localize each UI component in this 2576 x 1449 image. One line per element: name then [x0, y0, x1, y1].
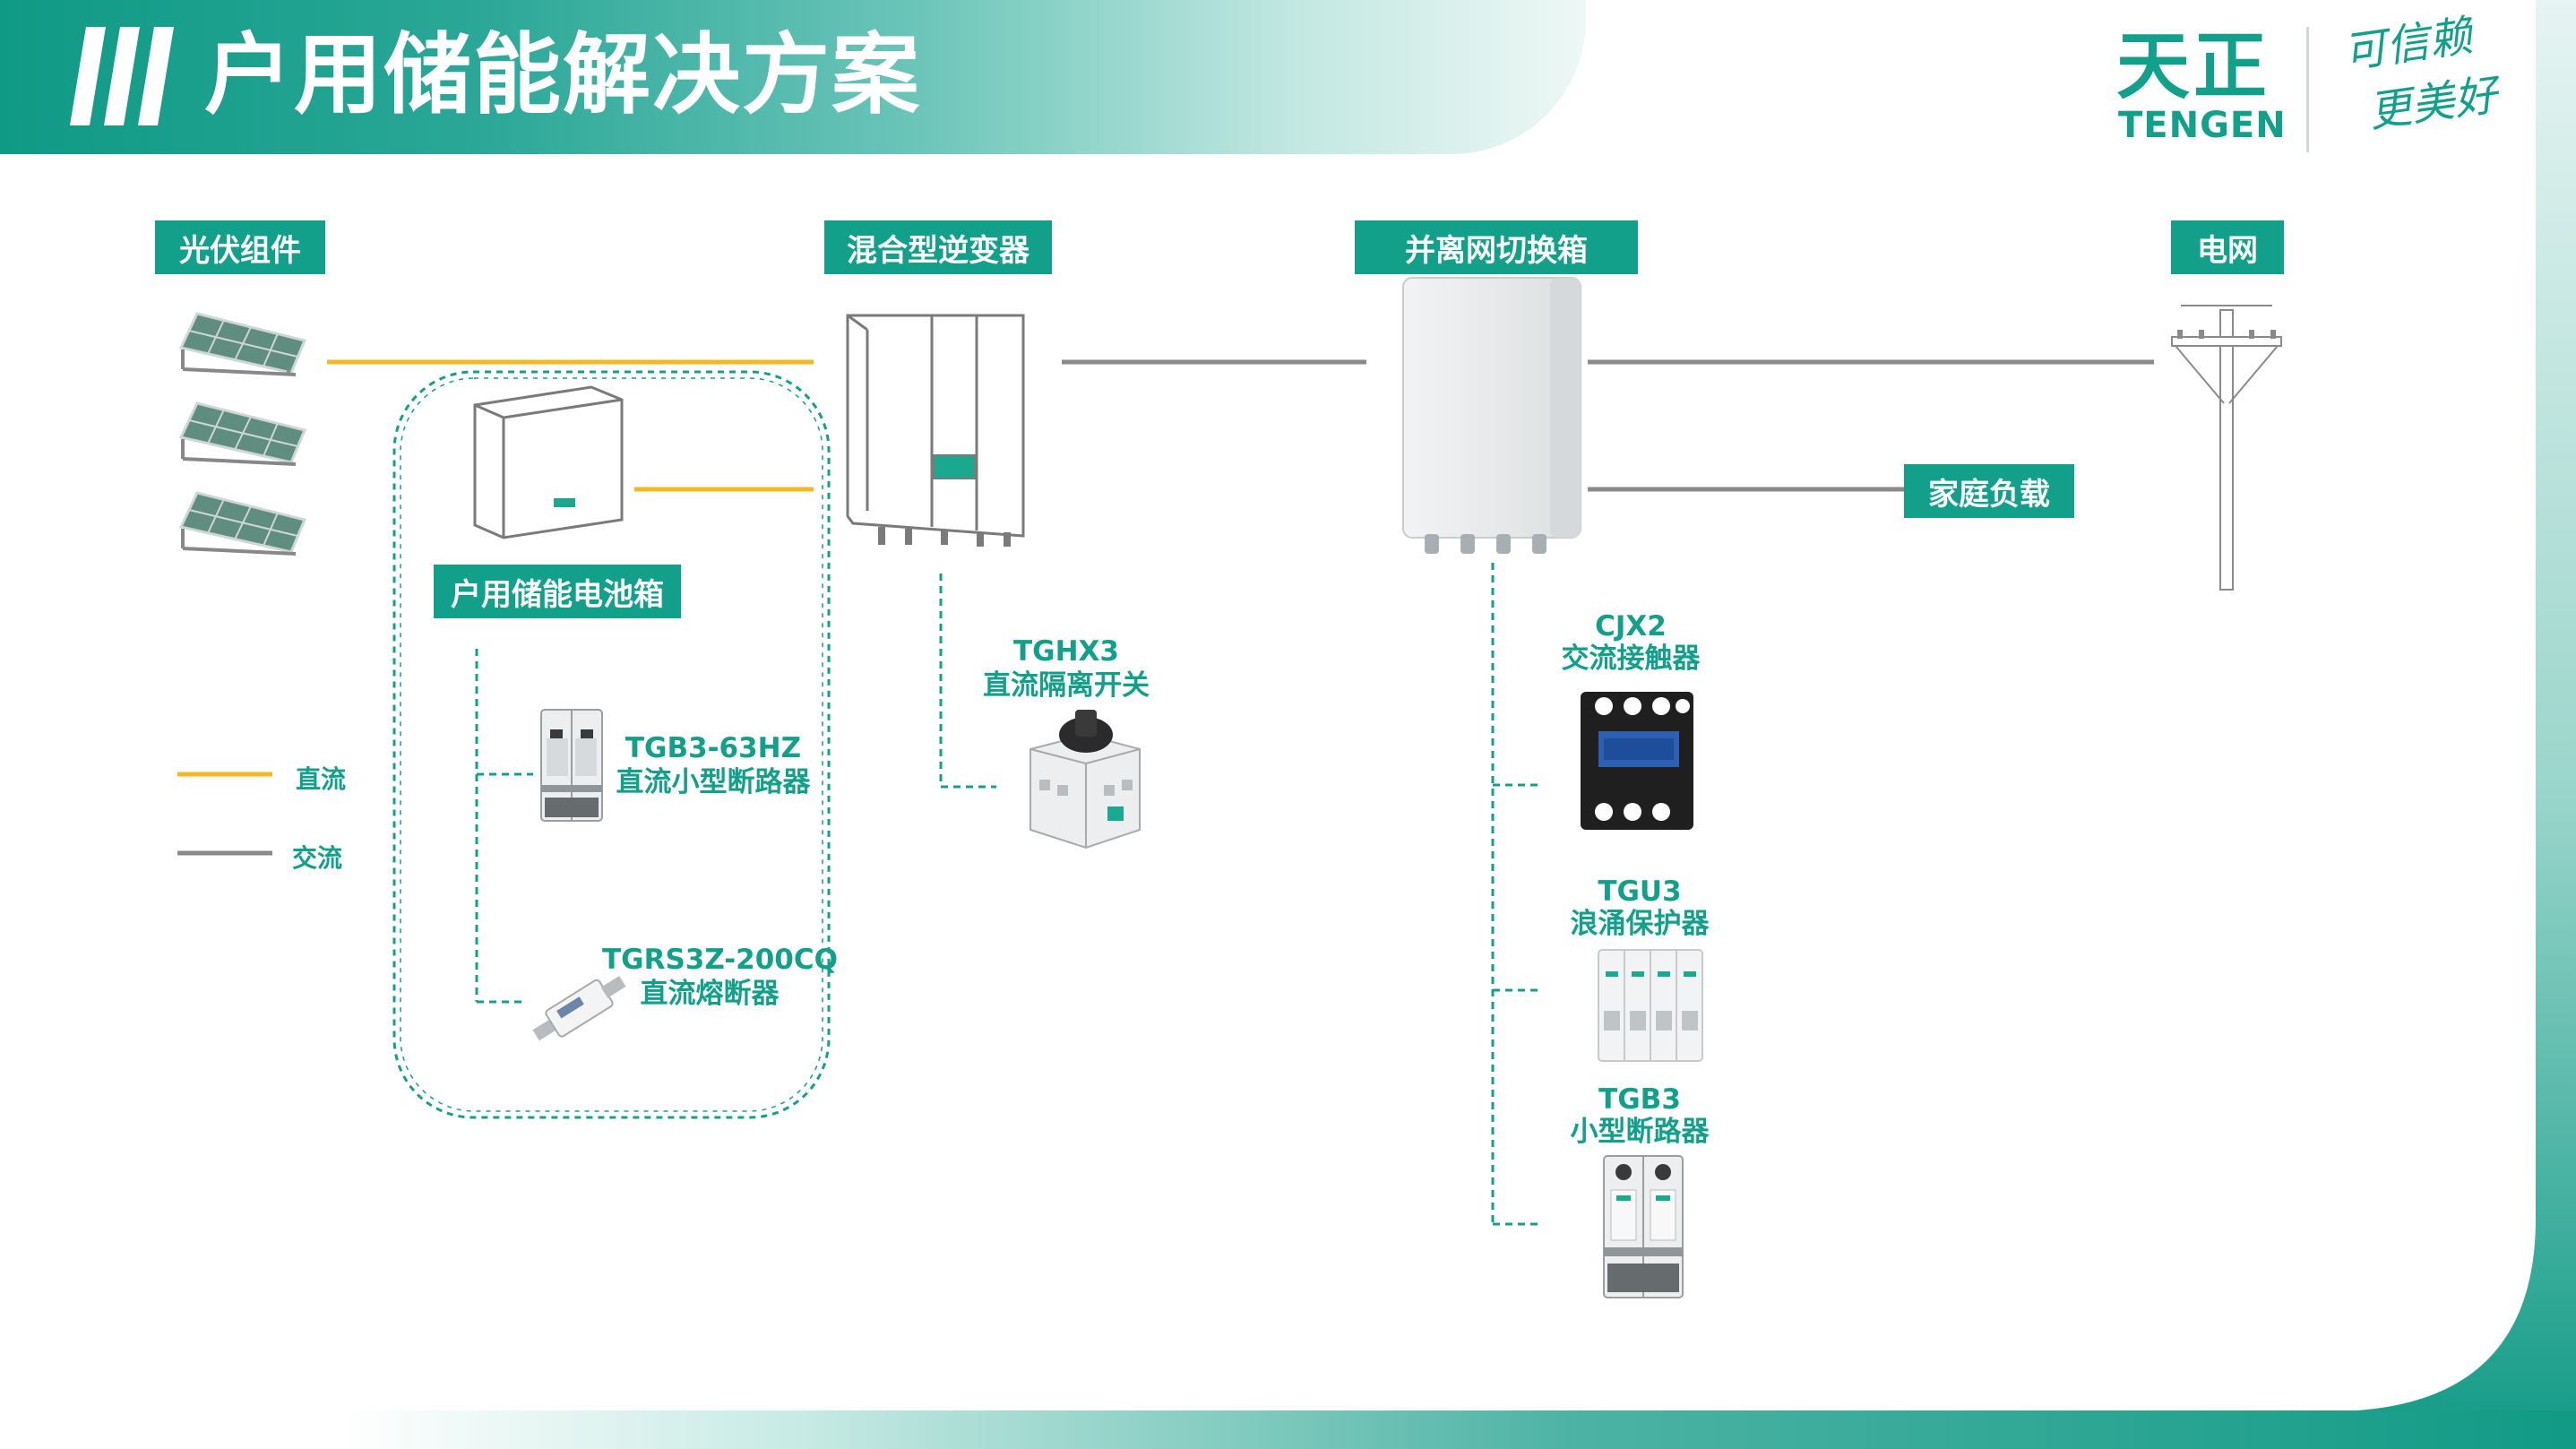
spd-model: TGU3	[1598, 875, 1682, 908]
dc-fuse-model: TGRS3Z-200CQ	[602, 944, 838, 976]
hybrid-inverter-icon	[846, 314, 1025, 547]
dc-mcb-name: 直流小型断路器	[616, 766, 811, 798]
dc-isolator-model: TGHX3	[1012, 635, 1119, 668]
node-pv-label: 光伏组件	[155, 220, 325, 274]
node-home-load-label: 家庭负载	[1904, 464, 2074, 518]
node-inverter-label: 混合型逆变器	[824, 220, 1052, 274]
dc-mcb-model: TGB3-63HZ	[625, 732, 802, 764]
mcb-name: 小型断路器	[1570, 1116, 1710, 1148]
mcb-model: TGB3	[1598, 1083, 1681, 1116]
node-battery-label: 户用储能电池箱	[434, 565, 681, 618]
side-decoration	[2240, 0, 2576, 1449]
logo-divider	[2306, 27, 2309, 152]
mcb-product-image	[1603, 1155, 1684, 1298]
utility-pole-icon	[2171, 305, 2282, 591]
contactor-product-image	[1581, 692, 1693, 830]
spd-name: 浪涌保护器	[1570, 908, 1710, 940]
section-bars-icon	[70, 27, 174, 125]
solar-panel-2	[178, 401, 307, 466]
legend-ac-label: 交流	[292, 843, 343, 873]
header-band	[0, 0, 1586, 154]
solar-panel-3	[178, 491, 307, 556]
solar-panel-icon	[178, 312, 307, 556]
battery-enclosure	[392, 370, 831, 1119]
page-title: 户用储能解决方案	[204, 24, 922, 126]
solar-panel-1	[178, 312, 307, 376]
logo-chinese: 天正	[2116, 24, 2271, 109]
dc-mcb-product-image	[540, 709, 603, 822]
dc-fuse-product-image	[532, 976, 626, 1041]
logo-english: TENGEN	[2118, 105, 2287, 146]
dc-isolator-name: 直流隔离开关	[983, 669, 1150, 702]
node-switchbox-label: 并离网切换箱	[1355, 220, 1638, 274]
dc-fuse-name: 直流熔断器	[640, 978, 780, 1010]
node-grid-label: 电网	[2171, 220, 2284, 274]
spd-product-image	[1598, 949, 1703, 1062]
dc-isolator-product-image	[1030, 710, 1141, 850]
contactor-name: 交流接触器	[1561, 643, 1701, 675]
legend-dc-label: 直流	[296, 764, 347, 794]
battery-box-icon	[473, 385, 624, 539]
footer-band	[340, 1410, 2576, 1449]
contactor-model: CJX2	[1595, 610, 1667, 643]
switch-box-icon	[1402, 277, 1581, 554]
